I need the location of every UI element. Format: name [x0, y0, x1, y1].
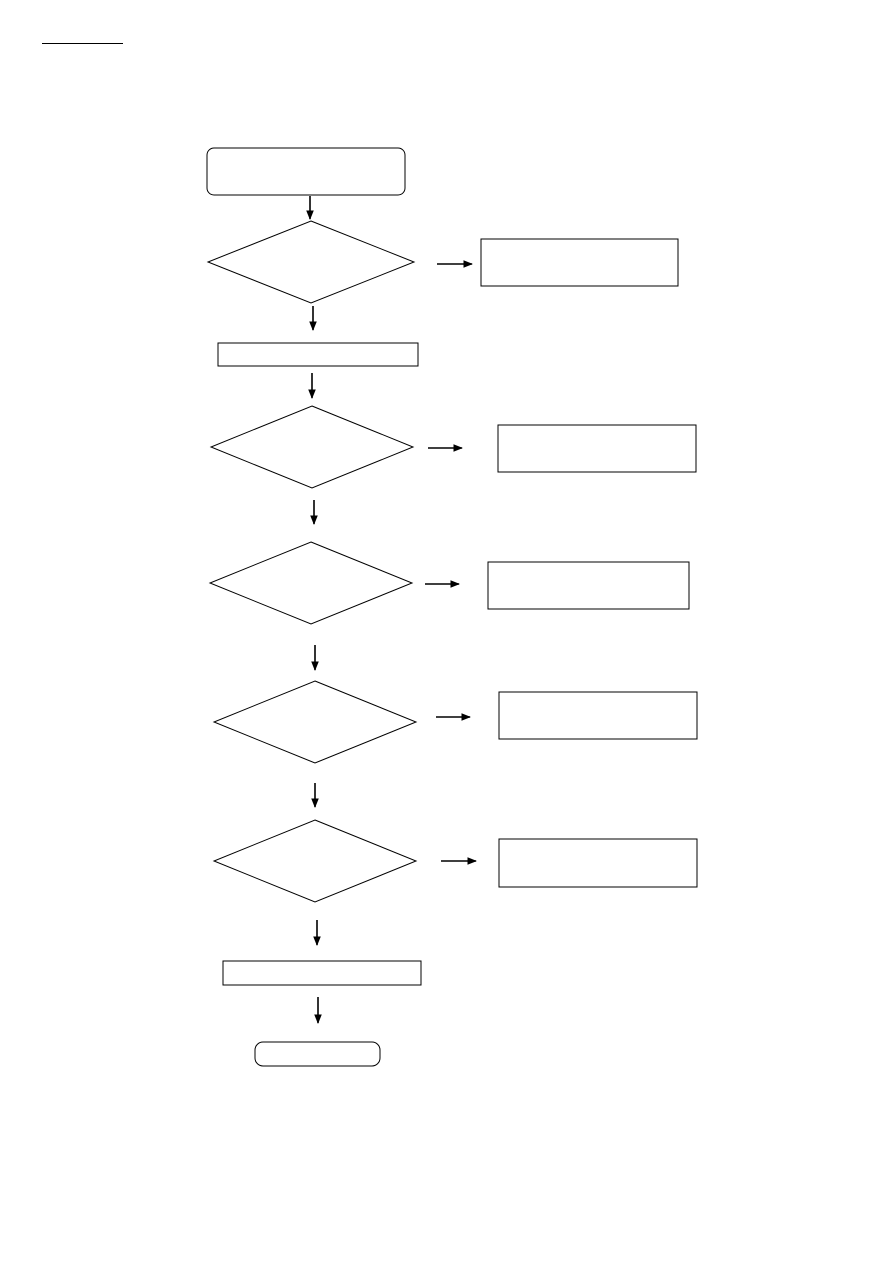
decision-decision-4 — [212, 680, 418, 764]
title-underline — [42, 43, 123, 44]
decision-decision-5 — [212, 819, 418, 903]
decision-decision-2 — [209, 405, 415, 489]
process-action-5 — [498, 838, 698, 888]
process-step-1 — [217, 342, 419, 367]
process-action-4 — [498, 691, 698, 740]
decision-decision-1 — [206, 220, 416, 304]
process-action-3 — [487, 561, 690, 610]
terminal-end — [254, 1041, 381, 1067]
process-step-2 — [222, 960, 422, 986]
process-action-1 — [480, 238, 679, 287]
process-action-2 — [497, 424, 697, 473]
terminal-start — [206, 147, 406, 196]
decision-decision-3 — [208, 541, 414, 625]
